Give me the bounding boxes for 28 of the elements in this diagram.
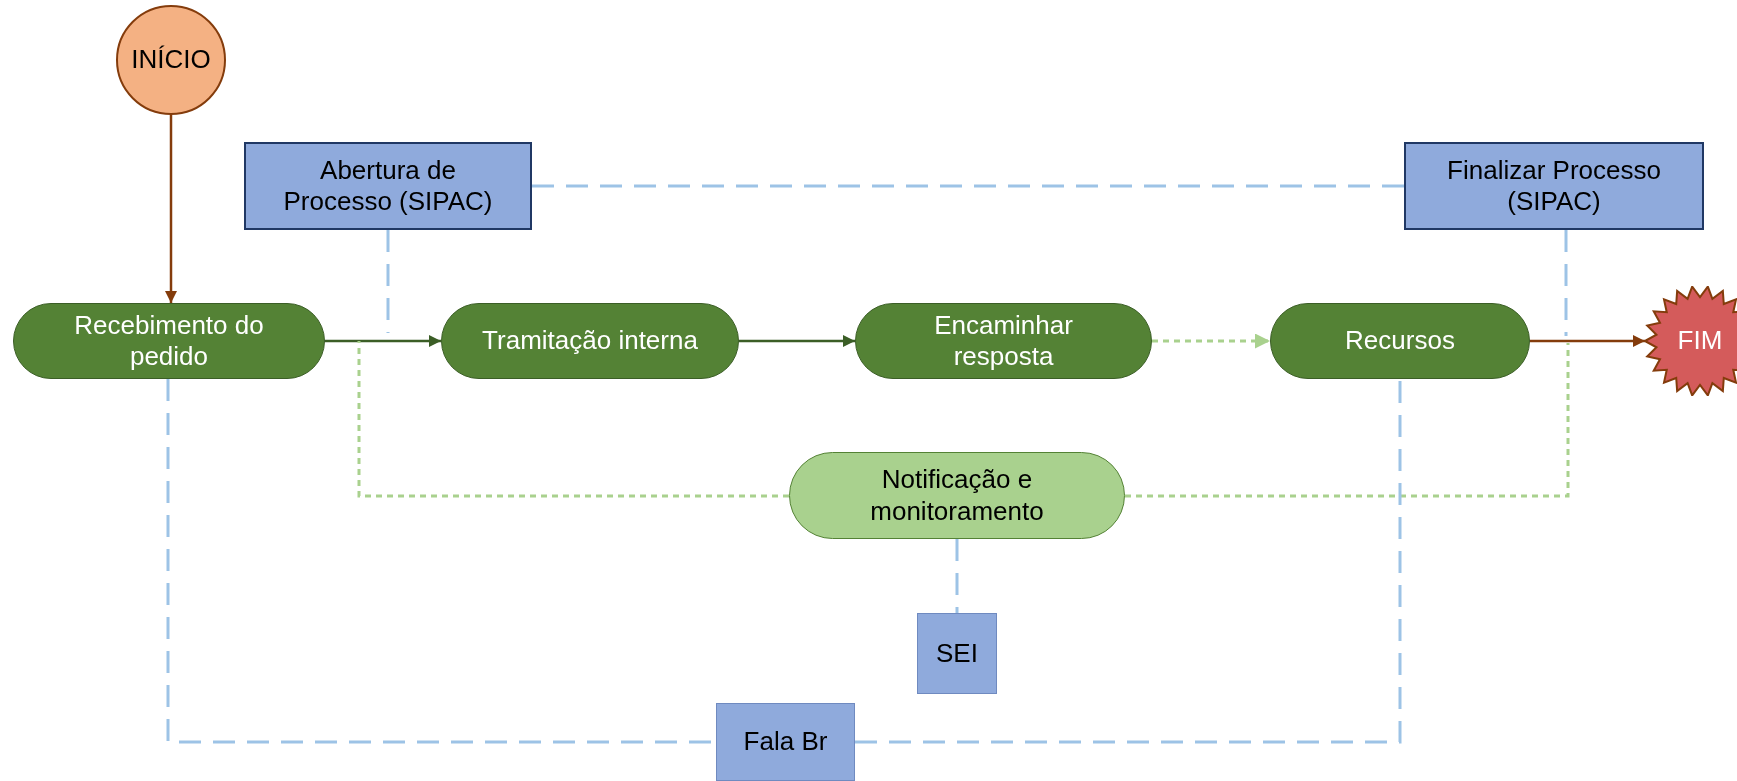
system-box: [244, 142, 532, 230]
node-label: Tramitação interna: [482, 325, 698, 357]
node-label: Encaminhar resposta: [933, 309, 1074, 373]
node-label: Recursos: [1345, 325, 1455, 357]
end-burst: [1645, 286, 1737, 396]
dashed-connector: [532, 184, 1404, 188]
system-box: [716, 703, 855, 781]
node-label: Notificação e monitoramento: [869, 464, 1045, 527]
node-label: FIM: [1677, 325, 1723, 357]
node-label: Abertura de Processo (SIPAC): [282, 154, 494, 218]
dashed-connector: [855, 379, 1402, 744]
dashed-connector: [357, 341, 789, 498]
dashed-connector: [1152, 333, 1270, 349]
node-label: INÍCIO: [131, 44, 211, 76]
node-label: SEI: [936, 637, 978, 670]
system-box: [917, 613, 997, 694]
node-label: Fala Br: [743, 726, 828, 758]
system-box: [1404, 142, 1704, 230]
dashed-connector: [386, 230, 390, 333]
dashed-connector: [1125, 343, 1570, 498]
arrow: [164, 115, 178, 303]
dashed-connector: [955, 539, 959, 613]
arrow: [1530, 334, 1645, 348]
node-label: Finalizar Processo (SIPAC): [1446, 154, 1662, 218]
arrow: [739, 334, 855, 348]
dashed-connector: [1564, 230, 1568, 336]
arrow: [325, 334, 441, 348]
node-label: Recebimento do pedido: [73, 309, 265, 373]
